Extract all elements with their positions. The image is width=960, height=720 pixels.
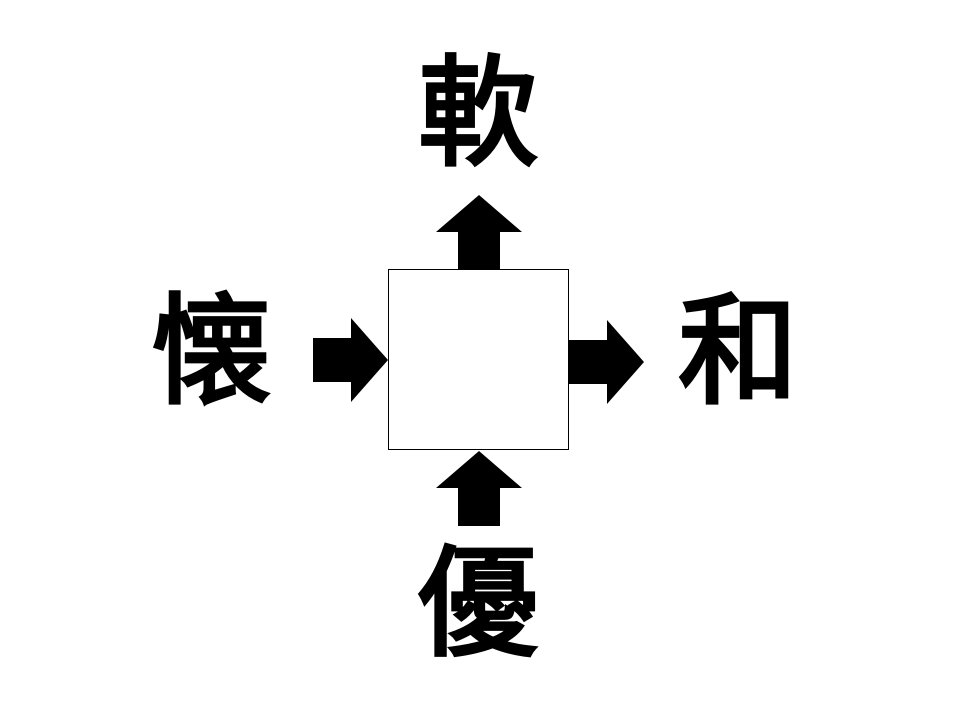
arrow-up-icon bbox=[436, 195, 522, 270]
kanji-bottom: 優 bbox=[418, 535, 538, 674]
kanji-right: 和 bbox=[678, 283, 798, 422]
kanji-top: 軟 bbox=[418, 45, 538, 184]
arrow-up-icon bbox=[436, 451, 522, 526]
arrow-right-icon bbox=[313, 318, 388, 402]
answer-box[interactable] bbox=[388, 269, 569, 450]
kanji-left: 懐 bbox=[152, 283, 272, 422]
arrow-right-icon bbox=[569, 320, 644, 404]
